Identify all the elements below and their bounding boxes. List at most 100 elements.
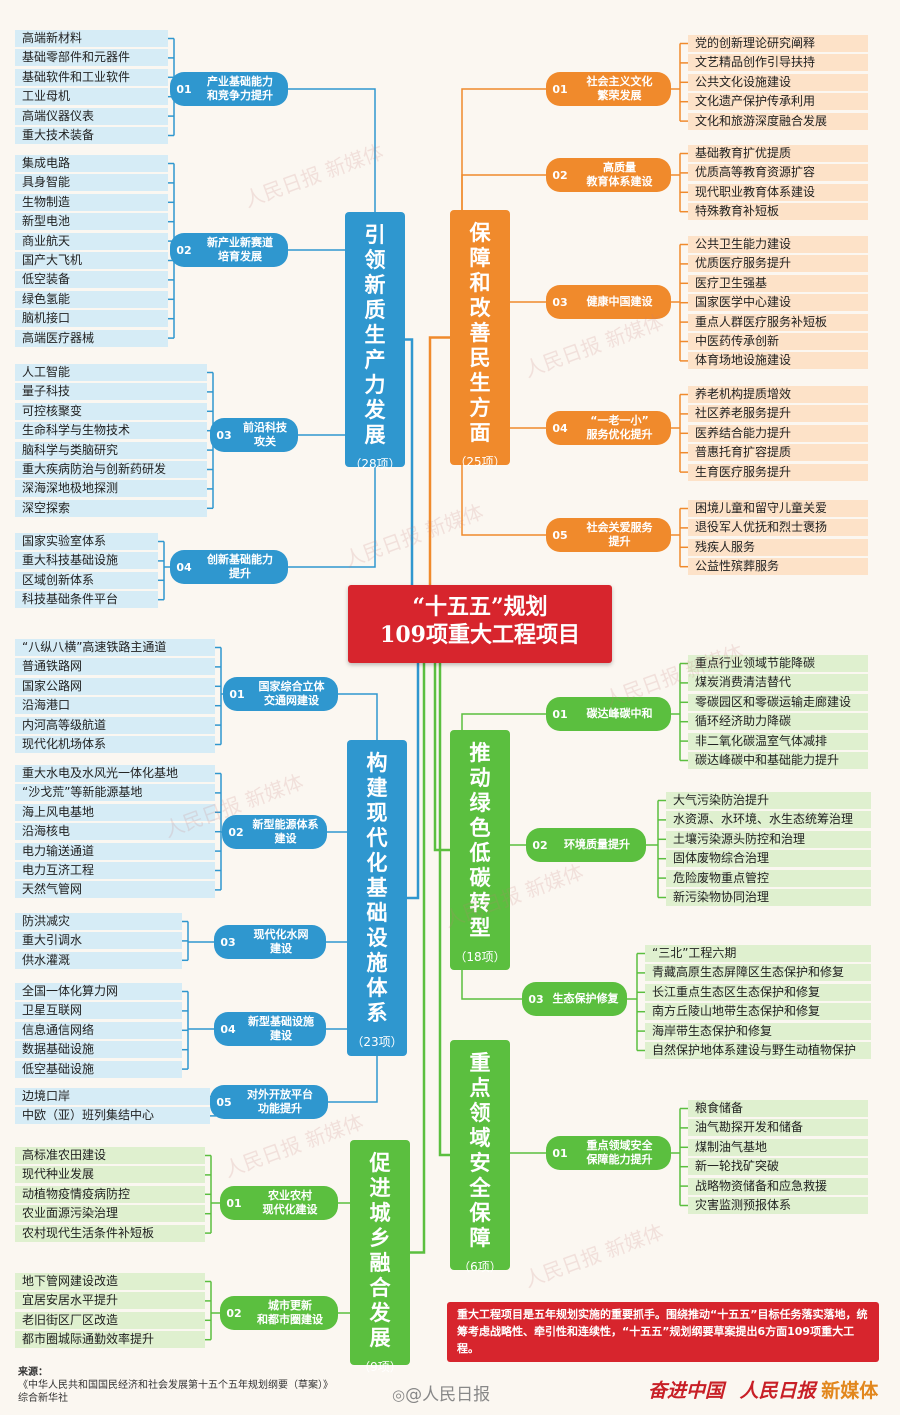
leaf-item: 生育医疗服务提升 xyxy=(688,463,868,481)
subcategory-number: 05 xyxy=(216,1095,232,1109)
leaf-item: 非二氧化碳温室气体减排 xyxy=(688,732,868,750)
title-line2: 109项重大工程项目 xyxy=(380,622,580,648)
brand-rmrb: 人民日报 xyxy=(739,1380,816,1402)
leaf-item: 体育场地设施建设 xyxy=(688,352,868,370)
leaf-item: 固体废物综合治理 xyxy=(666,850,871,868)
leaf-item: 粮食储备 xyxy=(688,1100,868,1117)
subcategory-number: 03 xyxy=(552,295,568,309)
connector xyxy=(410,663,426,1254)
subcategory-number: 04 xyxy=(552,421,568,435)
leaf-item: 煤制油气基地 xyxy=(688,1138,868,1156)
leaf-item: 量子科技 xyxy=(15,383,207,401)
leaf-item: 党的创新理论研究阐释 xyxy=(688,35,868,52)
subcategory-label: 新型基础设施建设 xyxy=(248,1015,314,1042)
pillar-title: 构建现代化基础设施体系 xyxy=(366,750,388,1025)
subcategory-label: 对外开放平台功能提升 xyxy=(247,1088,313,1115)
subcategory-number: 03 xyxy=(528,992,544,1006)
subcategory-label: 高质量教育体系建设 xyxy=(586,161,653,188)
weibo-text: @人民日报 xyxy=(405,1385,491,1405)
leaf-item: 文化和旅游深度融合发展 xyxy=(688,112,868,130)
subcategory-number: 02 xyxy=(226,1306,242,1320)
leaf-item: 脑科学与类脑研究 xyxy=(15,441,207,459)
leaf-item: 地下管网建设改造 xyxy=(15,1273,205,1290)
leaf-item: 低空基础设施 xyxy=(15,1060,182,1078)
pillar-title: 推动绿色低碳转型 xyxy=(469,740,491,940)
subcategory-label: 现代化水网建设 xyxy=(253,928,309,955)
central-title: “十五五”规划 109项重大工程项目 xyxy=(348,585,612,663)
leaf-item: 医疗卫生强基 xyxy=(688,274,868,292)
leaf-item: 沿海港口 xyxy=(15,697,215,715)
leaf-item: 深空探索 xyxy=(15,499,207,517)
subcategory-node: 05 对外开放平台功能提升 xyxy=(210,1085,328,1119)
leaf-item: 零碳园区和零碳运输走廊建设 xyxy=(688,693,868,711)
subcategory-number: 01 xyxy=(552,1146,568,1160)
subcategory-label: 生态保护修复 xyxy=(552,992,619,1005)
leaf-item: 都市圈城际通勤效率提升 xyxy=(15,1331,205,1349)
pillar-3: 促进城乡融合发展（9项） xyxy=(350,1140,410,1374)
leaf-item: 绿色氢能 xyxy=(15,290,168,308)
source-line2: 综合新华社 xyxy=(18,1393,68,1404)
leaf-item: 优质高等教育资源扩容 xyxy=(688,164,868,182)
subcategory-node: 04 新型基础设施建设 xyxy=(214,1012,326,1046)
leaf-item: “八纵八横”高速铁路主通道 xyxy=(15,639,215,656)
leaf-item: 重大技术装备 xyxy=(15,127,168,144)
subcategory-number: 02 xyxy=(228,825,244,839)
leaf-item: 电力互济工程 xyxy=(15,862,215,879)
leaf-item: 青藏高原生态屏障区生态保护和修复 xyxy=(645,964,871,982)
leaf-item: 海上风电基地 xyxy=(15,803,215,821)
subcategory-number: 01 xyxy=(552,707,568,721)
leaf-item: 灾害监测预报体系 xyxy=(688,1197,868,1214)
leaf-item: 卫星互联网 xyxy=(15,1002,182,1020)
brand-fenjin: 奋进中国 xyxy=(648,1380,725,1402)
leaf-item: 公益性殡葬服务 xyxy=(688,558,868,576)
leaf-item: 退役军人优抚和烈士褒扬 xyxy=(688,519,868,537)
weibo-handle: ◎@人民日报 xyxy=(392,1380,490,1405)
leaf-item: 区域创新体系 xyxy=(15,571,158,589)
source-block: 来源： 《中华人民共和国国民经济和社会发展第十五个五年规划纲要（草案）》 综合新… xyxy=(18,1366,333,1405)
pillar-4: 保障和改善民生方面（25项） xyxy=(450,210,510,469)
leaf-item: 具身智能 xyxy=(15,174,168,192)
subcategory-label: 社会主义文化繁荣发展 xyxy=(586,75,653,102)
subcategory-number: 04 xyxy=(220,1022,236,1036)
leaf-item: 养老机构提质增效 xyxy=(688,386,868,403)
leaf-item: 深海深地极地探测 xyxy=(15,480,207,498)
leaf-item: 困境儿童和留守儿童关爱 xyxy=(688,500,868,517)
footer-brand: 奋进中国 人民日报 新媒体 xyxy=(648,1376,878,1403)
leaf-item: 现代化机场体系 xyxy=(15,736,215,753)
leaf-item: 重点人群医疗服务补短板 xyxy=(688,313,868,331)
leaf-item: 中医药传承创新 xyxy=(688,333,868,350)
leaf-item: 防洪减灾 xyxy=(15,913,182,930)
leaf-item: 南方丘陵山地带生态保护和修复 xyxy=(645,1003,871,1021)
leaf-item: 中欧（亚）班列集结中心 xyxy=(15,1107,210,1125)
leaf-item: 新型电池 xyxy=(15,213,168,231)
pillar-title: 保障和改善民生方面 xyxy=(469,220,491,445)
leaf-item: 重大水电及水风光一体化基地 xyxy=(15,765,215,782)
connector xyxy=(338,693,378,740)
weibo-icon: ◎ xyxy=(392,1386,406,1404)
pillar-2: 构建现代化基础设施体系（23项） xyxy=(347,740,407,1056)
connector xyxy=(288,88,376,212)
leaf-item: 全国一体化算力网 xyxy=(15,983,182,1000)
connector xyxy=(405,338,414,585)
summary-note-text: 重大工程项目是五年规划实施的重要抓手。围绕推动“十五五”目标任务落实落地，统筹考… xyxy=(457,1308,868,1355)
leaf-item: 天然气管网 xyxy=(15,881,215,899)
leaf-item: 水资源、水环境、水生态统筹治理 xyxy=(666,811,871,829)
leaf-item: 社区养老服务提升 xyxy=(688,405,868,423)
subcategory-number: 03 xyxy=(220,935,236,949)
leaf-item: 脑机接口 xyxy=(15,310,168,328)
leaf-item: 数据基础设施 xyxy=(15,1041,182,1059)
leaf-item: 油气勘探开发和储备 xyxy=(688,1119,868,1137)
leaf-item: 碳达峰碳中和基础能力提升 xyxy=(688,752,868,769)
leaf-item: 重大疾病防治与创新药研发 xyxy=(15,461,207,478)
brand-xinmeiti: 新媒体 xyxy=(821,1380,879,1402)
